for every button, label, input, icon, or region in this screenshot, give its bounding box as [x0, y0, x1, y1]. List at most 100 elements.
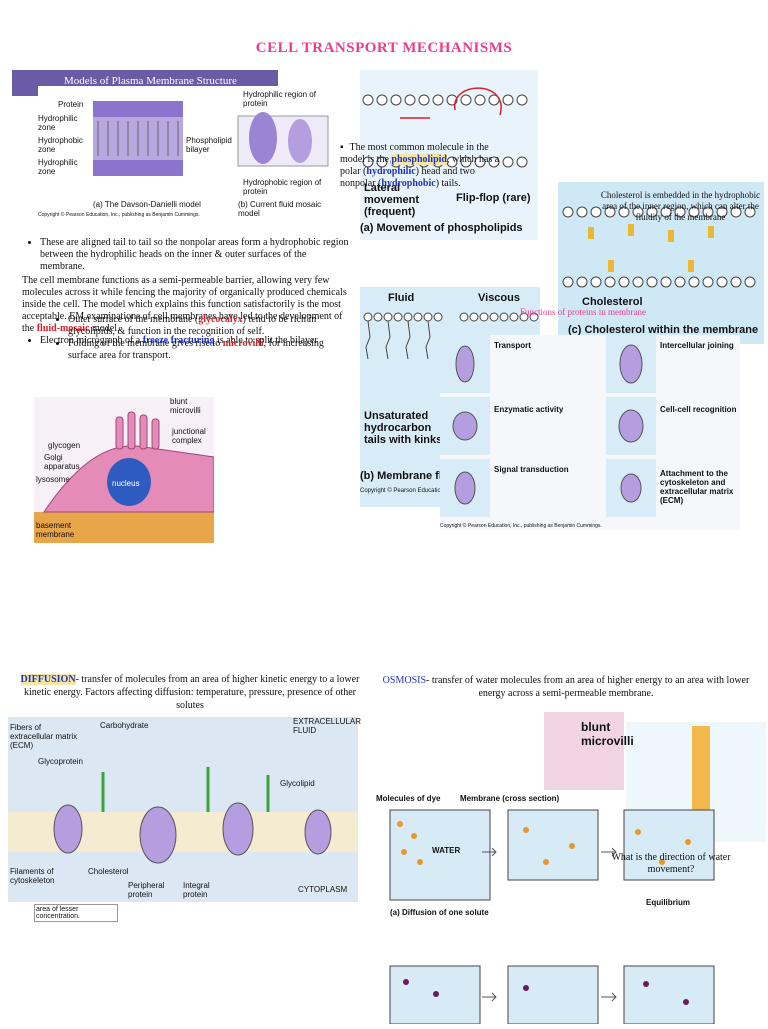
label-glycoprotein: Glycoprotein [38, 757, 83, 766]
label-hydrophobic-region: Hydrophobic region of protein [243, 178, 322, 196]
caption-movement: (a) Movement of phospholipids [360, 222, 523, 234]
label-blunt-microvilli-2: blunt microvilli [581, 720, 634, 748]
protein-fn-recognition: Cell-cell recognition [660, 405, 737, 414]
protein-functions-title: Functions of proteins in membrane [520, 307, 646, 317]
beaker-3 [623, 809, 715, 881]
label-cytoplasm: CYTOPLASM [298, 885, 348, 894]
protein-fn-attachment: Attachment to the cytoskeleton and extra… [660, 469, 734, 505]
caption-davson: (a) The Davson-Danielli model [93, 200, 201, 209]
cell-diagram [34, 411, 215, 543]
cholesterol-note: Cholesterol is embedded in the hydrophob… [600, 190, 761, 222]
cholesterol-diagram [562, 206, 756, 288]
label-water: WATER [432, 846, 461, 855]
bullet-aligned: These are aligned tail to tail so the no… [40, 237, 352, 273]
label-golgi: Golgi apparatus [44, 453, 80, 471]
protein-layer-bottom [93, 160, 183, 176]
basement-membrane-shape [34, 512, 214, 543]
membrane-subbullets: Outer surface of the membrane (glycocaly… [50, 314, 340, 362]
label-glycogen: glycogen [48, 441, 81, 450]
label-hydrophilic-region: Hydrophilic region of protein [243, 90, 316, 108]
fluid-tails [365, 320, 431, 360]
label-protein: Protein [58, 100, 84, 109]
fig5-copyright: Copyright © Pearson Education, Inc., pub… [440, 523, 602, 529]
arrows [482, 847, 617, 1002]
protein-functions-diagram [440, 335, 656, 517]
label-blunt-microvilli: blunt microvilli [170, 397, 201, 415]
label-carbohydrate: Carbohydrate [100, 721, 149, 730]
label-peripheral-protein: Peripheral protein [128, 881, 165, 899]
phospholipid-movement-figure: Lateral movement (frequent) Flip-flop (r… [360, 70, 538, 240]
fig4-copyright: Copyright © Pearson Education [360, 488, 445, 494]
fluid-mosaic-detail-figure: Fibers of extracellular matrix (ECM) Car… [8, 717, 362, 902]
protein-fn-transport: Transport [494, 341, 531, 350]
osmosis-definition: OSMOSIS- transfer of water molecules fro… [382, 675, 750, 699]
label-lysosome: lysosome [36, 475, 70, 484]
lesser-concentration-note: area of lesser concentration. [34, 904, 118, 922]
caption-cholesterol: (c) Cholesterol within the membrane [568, 324, 759, 336]
dye-molecules [397, 821, 691, 865]
semi-permeable-paragraph: The cell membrane functions as a semi-pe… [22, 275, 347, 334]
label-hydrophilic-zone-2: Hydrophilic zone [38, 158, 78, 176]
protein-fn-joining: Intercellular joining [660, 341, 734, 350]
beaker-5 [507, 965, 599, 1025]
membrane-bullets: These are aligned tail to tail so the no… [22, 237, 352, 347]
label-equilibrium: Equilibrium [646, 898, 690, 907]
label-cholesterol: Cholesterol [582, 296, 643, 308]
caption-fluid-mosaic: (b) Current fluid mosaic model [238, 200, 322, 218]
fluidity-diagram [363, 312, 539, 360]
label-junctional-complex: junctional complex [172, 427, 206, 445]
cholesterol-heads-bottom [562, 276, 756, 288]
protein-functions-figure: Functions of proteins in membrane Transp… [440, 307, 740, 530]
label-kinks: Unsaturated hydrocarbon tails with kinks [364, 410, 443, 446]
beaker-1 [389, 809, 491, 901]
membrane-models-figure: Protein Hydrophilic zone Hydrophobic zon… [38, 86, 338, 221]
subbullet-microvilli: Folding of the membrane gives rise to mi… [68, 338, 340, 362]
label-cholesterol-detail: Cholesterol [88, 867, 129, 876]
label-glycolipid: Glycolipid [280, 779, 315, 788]
label-molecules-of-dye: Molecules of dye [376, 794, 441, 803]
carbohydrate-chains [101, 767, 270, 812]
diffusion-solute-diagram [389, 712, 766, 1025]
integral-protein-shape [249, 112, 277, 164]
label-cytoskeleton: Filaments of cytoskeleton [10, 867, 55, 885]
subbullet-glycocalyx: Outer surface of the membrane (glycocaly… [68, 314, 340, 338]
microvilli-shapes [115, 411, 160, 450]
flip-flop-arrow [454, 87, 502, 116]
microvilli-inset [544, 712, 624, 790]
label-ecm-fibers: Fibers of extracellular matrix (ECM) [10, 723, 78, 750]
membrane-models-diagram [93, 101, 329, 176]
label-basement-membrane: basement membrane [36, 521, 75, 539]
head-row-top [362, 94, 528, 106]
second-solute [403, 979, 689, 1005]
label-lateral-movement: Lateral movement (frequent) [364, 182, 420, 218]
label-flip-flop: Flip-flop (rare) [456, 192, 531, 204]
cholesterol-heads [562, 206, 756, 218]
protein-shapes [452, 344, 644, 505]
protein-layer-top [93, 101, 183, 117]
phospholipid-note: ▪The most common molecule in the model i… [340, 142, 500, 189]
page-title: CELL TRANSPORT MECHANISMS [255, 40, 513, 56]
bullet-dot: ▪ [340, 142, 344, 153]
fluid-mosaic-detail-diagram [8, 767, 358, 864]
phospholipid-rows [97, 121, 179, 156]
cholesterol-molecules [588, 224, 714, 272]
fig1-copyright: Copyright © Pearson Education, Inc., pub… [38, 212, 200, 218]
beaker-6 [623, 965, 715, 1025]
water-direction-question: What is the direction of water movement? [611, 852, 731, 875]
label-fluid: Fluid [388, 292, 415, 304]
cholesterol-figure: Cholesterol is embedded in the hydrophob… [558, 182, 764, 344]
diffusion-solute-figure: blunt microvilli Molecules of dye Membra… [376, 712, 766, 1025]
protein-fn-signal: Signal transduction [494, 465, 569, 474]
label-phospholipid-bilayer: Phospholipid bilayer [186, 136, 232, 154]
label-extracellular-fluid: EXTRACELLULAR FLUID [293, 717, 362, 735]
caption-diffusion-one-solute: (a) Diffusion of one solute [390, 908, 489, 917]
nucleus-shape [107, 458, 151, 506]
integral-protein-shape-2 [288, 119, 312, 163]
label-integral-protein: Integral protein [183, 881, 210, 899]
label-hydrophobic-zone: Hydrophobic zone [38, 136, 83, 154]
cell-microvilli-figure: blunt microvilli junctional complex glyc… [34, 397, 215, 543]
label-membrane-cross-section: Membrane (cross section) [460, 794, 560, 803]
label-viscous: Viscous [478, 292, 520, 304]
label-nucleus: nucleus [112, 479, 140, 488]
fluid-heads [363, 312, 539, 322]
